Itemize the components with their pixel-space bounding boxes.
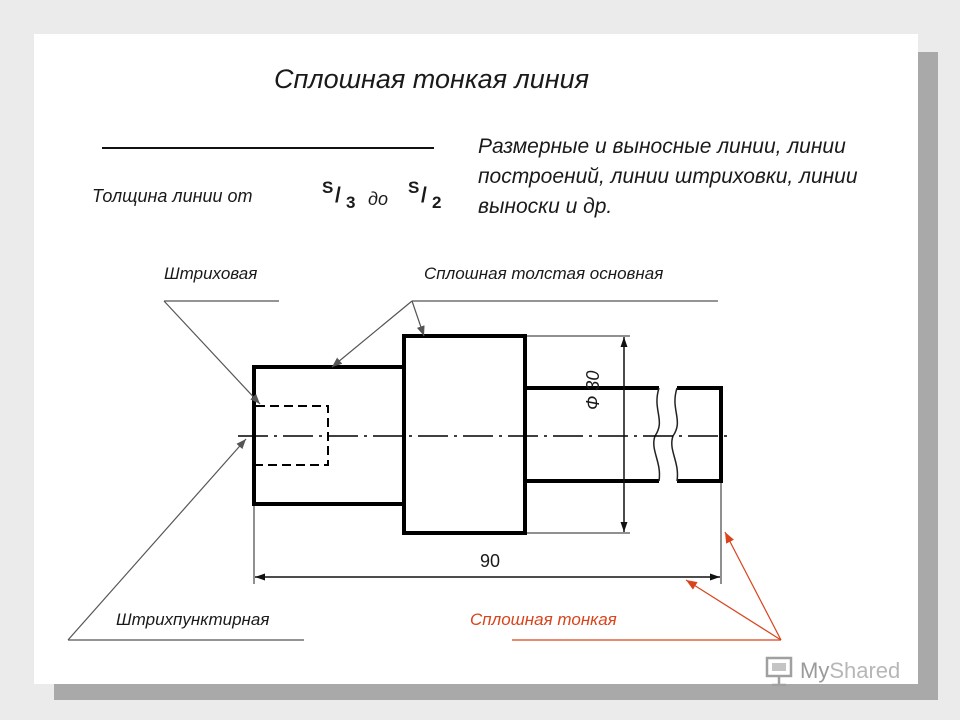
label-solid-thick-line: Сплошная толстая основная bbox=[424, 264, 664, 283]
leader-hatched-arrow bbox=[163, 300, 261, 405]
thickness-caption: Толщина линии от bbox=[92, 186, 253, 206]
right-shaft-outline bbox=[525, 386, 723, 483]
watermark-logo: MyShared bbox=[764, 654, 924, 688]
label-dash-dot-line: Штрихпунктирная bbox=[116, 610, 270, 629]
slide-title: Сплошная тонкая линия bbox=[274, 64, 590, 94]
fraction-numerator: S bbox=[408, 178, 420, 197]
label-solid-thin-line: Сплошная тонкая bbox=[470, 610, 617, 629]
fraction-numerator: S bbox=[322, 178, 334, 197]
fraction-denominator: 2 bbox=[432, 193, 442, 212]
leader-solid-thin-arrow-1 bbox=[724, 531, 782, 641]
break-line-left bbox=[653, 387, 661, 482]
fraction-denominator: 3 bbox=[346, 193, 356, 212]
logo-text-my: My bbox=[800, 658, 830, 683]
thickness-to-word: до bbox=[368, 189, 388, 209]
label-hatched-line: Штриховая bbox=[164, 264, 258, 283]
leader-solid-thick-arrow-2 bbox=[411, 300, 425, 337]
break-line-right bbox=[671, 387, 679, 482]
leader-solid-thin-arrow-2 bbox=[685, 579, 782, 641]
leader-solid-thick-arrow-1 bbox=[331, 300, 413, 368]
projector-icon bbox=[765, 656, 793, 687]
leader-dash-dot-arrow bbox=[67, 438, 247, 641]
length-dimension-value: 90 bbox=[480, 551, 501, 571]
middle-collar-outline bbox=[402, 334, 527, 535]
diameter-dimension-value: Ф 30 bbox=[583, 370, 603, 410]
logo-text-shared: Shared bbox=[829, 658, 901, 683]
line-usage-description: Размерные и выносные линии, линии постро… bbox=[478, 135, 858, 218]
